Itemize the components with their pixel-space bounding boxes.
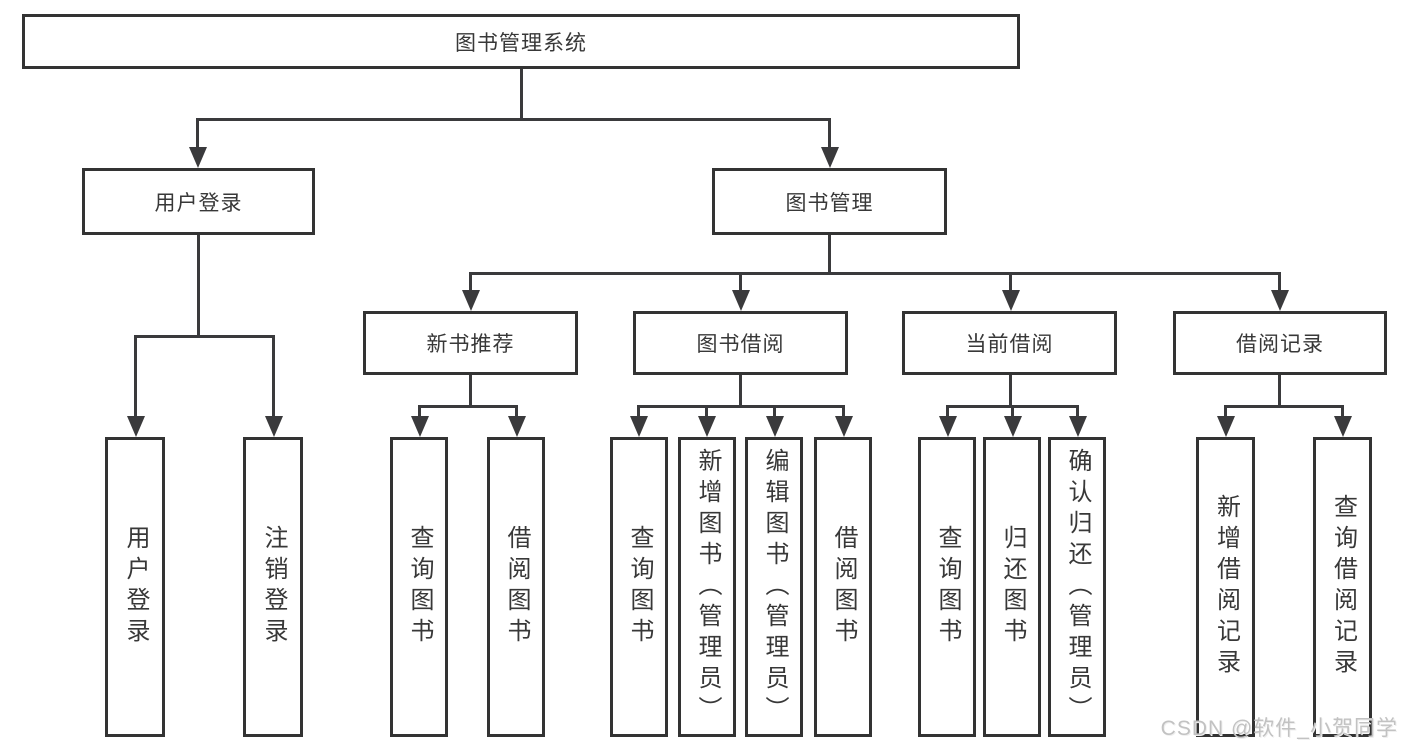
leaf-borrow-books-recommend: 借阅图书: [487, 437, 545, 737]
watermark: CSDN @软件_小贺同学: [1160, 717, 1398, 740]
arrow-down-icon: [264, 416, 283, 437]
connector-arrow-leaf: [765, 405, 784, 437]
node-book-management: 图书管理: [712, 168, 947, 235]
node-current-borrowing: 当前借阅: [902, 311, 1117, 375]
connector-arrow-leaf: [1068, 405, 1087, 437]
connector-book-borrowing-bus: [637, 405, 844, 408]
connector-arrow-to-book-management: [820, 118, 839, 168]
leaf-confirm-return-admin: 确认归还（管理员）: [1048, 437, 1106, 737]
arrow-down-icon: [697, 416, 716, 437]
connector-arrow-to-user-login: [188, 118, 207, 168]
connector-arrow-leaf: [629, 405, 648, 437]
leaf-edit-book-admin: 编辑图书（管理员）: [745, 437, 803, 737]
arrow-down-icon: [126, 416, 145, 437]
arrow-down-icon: [1333, 416, 1352, 437]
connector-book-borrowing-stem: [739, 375, 742, 405]
connector-arrow-leaf: [507, 405, 526, 437]
connector-arrow-to-leaf-user-login: [126, 335, 145, 437]
connector-arrow-leaf: [1333, 405, 1352, 437]
leaf-add-borrow-record: 新增借阅记录: [1196, 437, 1255, 737]
arrow-down-icon: [938, 416, 957, 437]
connector-arrow-leaf: [697, 405, 716, 437]
arrow-down-icon: [188, 147, 207, 168]
node-root-book-management-system: 图书管理系统: [22, 14, 1020, 69]
connector-new-book-bus: [418, 405, 516, 408]
leaf-borrow-books-borrowing: 借阅图书: [814, 437, 872, 737]
arrow-down-icon: [507, 416, 526, 437]
leaf-user-login: 用户登录: [105, 437, 165, 737]
connector-arrow-leaf: [1216, 405, 1235, 437]
arrow-down-icon: [1270, 290, 1289, 311]
connector-user-login-stem: [197, 235, 200, 335]
arrow-down-icon: [1216, 416, 1235, 437]
leaf-query-books-borrowing: 查询图书: [610, 437, 668, 737]
connector-new-book-stem: [469, 375, 472, 405]
arrow-down-icon: [410, 416, 429, 437]
node-new-book-recommendation: 新书推荐: [363, 311, 578, 375]
leaf-query-books-recommend: 查询图书: [390, 437, 448, 737]
arrow-down-icon: [1068, 416, 1087, 437]
arrow-down-icon: [1001, 290, 1020, 311]
node-user-login: 用户登录: [82, 168, 315, 235]
connector-book-management-stem: [828, 235, 831, 272]
arrow-down-icon: [461, 290, 480, 311]
connector-arrow-leaf: [410, 405, 429, 437]
connector-arrow-to-borrowing-records: [1270, 272, 1289, 311]
connector-root-bus: [196, 118, 830, 121]
arrow-down-icon: [1003, 416, 1022, 437]
connector-current-borrowing-stem: [1009, 375, 1012, 405]
leaf-logout: 注销登录: [243, 437, 303, 737]
connector-arrow-leaf: [834, 405, 853, 437]
arrow-down-icon: [834, 416, 853, 437]
arrow-down-icon: [731, 290, 750, 311]
connector-arrow-leaf: [1003, 405, 1022, 437]
arrow-down-icon: [820, 147, 839, 168]
arrow-down-icon: [765, 416, 784, 437]
leaf-query-borrow-record: 查询借阅记录: [1313, 437, 1372, 737]
connector-borrowing-records-bus: [1224, 405, 1342, 408]
connector-arrow-to-new-book: [461, 272, 480, 311]
node-book-borrowing: 图书借阅: [633, 311, 848, 375]
connector-arrow-to-leaf-logout: [264, 335, 283, 437]
connector-user-login-bus: [134, 335, 274, 338]
connector-arrow-to-book-borrowing: [731, 272, 750, 311]
connector-arrow-to-current-borrowing: [1001, 272, 1020, 311]
node-borrowing-records: 借阅记录: [1173, 311, 1387, 375]
leaf-add-book-admin: 新增图书（管理员）: [678, 437, 736, 737]
connector-root-stem: [520, 69, 523, 118]
leaf-return-books: 归还图书: [983, 437, 1041, 737]
connector-borrowing-records-stem: [1278, 375, 1281, 405]
arrow-down-icon: [629, 416, 648, 437]
connector-arrow-leaf: [938, 405, 957, 437]
connector-book-management-bus: [469, 272, 1280, 275]
leaf-query-books-current: 查询图书: [918, 437, 976, 737]
